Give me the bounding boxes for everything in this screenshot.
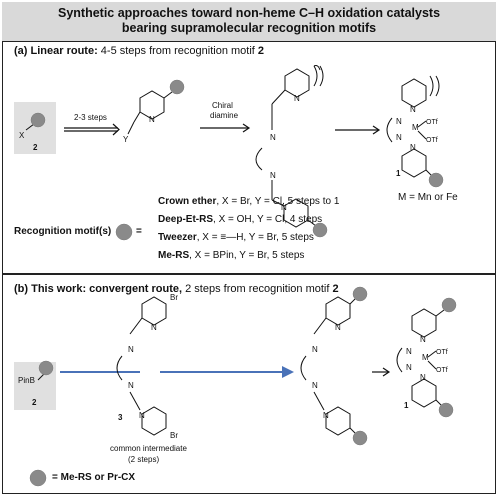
pinb-label: PinB [18,376,35,385]
n-atom: N [406,363,412,372]
route-name: Deep-Et-RS [158,214,214,225]
route-deep-et-rs: Deep-Et-RS, X = OH, Y = Cl, 4 steps [158,214,322,225]
n-atom: N [396,117,402,126]
intermediate-pyridine-bottom [141,406,167,436]
recognition-motif-circle [38,360,54,376]
metal-m-b: M [422,353,429,362]
route-detail: , X = OH, Y = Cl, 4 steps [213,214,323,225]
br-label: Br [170,431,178,440]
recognition-motif-label: Recognition motif(s) [14,226,112,237]
section-a-detail: 4-5 steps from recognition motif [97,45,258,57]
catalyst-number-a: 1 [396,169,401,178]
intermediate-caption-2: (2 steps) [128,455,159,464]
route-detail: , Y = Br, 5 steps [243,232,314,243]
n-atom: N [270,171,276,180]
br-label: Br [170,293,178,302]
section-b-title: (b) This work: convergent route, 2 steps… [14,283,339,295]
start-material-box-a [14,102,56,154]
intermediate-caption-1: common intermediate [110,444,187,453]
route-name: Me-RS [158,250,190,261]
start-x-label: X [19,131,25,140]
n-atom: N [410,143,416,152]
alkyne-symbol: ≡—H [220,232,244,243]
section-a-title: (a) Linear route: 4-5 steps from recogni… [14,45,264,57]
leaving-group-y: Y [123,135,129,144]
route-detail: , X = BPin, Y = Br, 5 steps [189,250,305,261]
route-detail: , X = [196,232,221,243]
start-compound-number-b: 2 [32,398,37,407]
n-atom: N [128,381,134,390]
otf-label: OTf [426,137,438,144]
arrow1-label: 2-3 steps [74,113,107,122]
section-b-motif-num: 2 [332,283,339,295]
otf-label: OTf [436,349,448,356]
recognition-motif-circle [428,172,444,188]
intermediate-pyridine-top [141,296,167,326]
n-atom: N [128,345,134,354]
catalyst-number-b: 1 [404,401,409,410]
n-atom: N [323,411,329,420]
recognition-motif-circle [352,430,368,446]
recognition-motif-legend-circle [115,223,133,241]
recognition-motif-circle [441,297,457,313]
n-atom: N [410,105,416,114]
intermediate-number: 3 [118,413,123,422]
catalyst-b-pyridine-bottom [411,378,437,408]
n-atom: N [151,323,157,332]
header-line-1: Synthetic approaches toward non-heme C–H… [57,6,441,20]
route-me-rs: Me-RS, X = BPin, Y = Br, 5 steps [158,250,304,261]
n-atom: N [139,411,145,420]
n-atom: N [281,203,287,212]
legend-b-text: = Me-RS or Pr-CX [52,472,136,483]
n-atom: N [294,94,300,103]
n-atom: N [406,347,412,356]
start-bond [25,123,35,131]
n-atom: N [420,335,426,344]
n-atom: N [335,323,341,332]
recognition-motif-circle [30,112,46,128]
section-divider [2,273,496,275]
figure-header: Synthetic approaches toward non-heme C–H… [2,2,496,42]
recognition-motif-circle [352,286,368,302]
recognition-motif-circle [312,222,328,238]
ligand-pyridine-top [325,296,351,326]
catalyst-pyridine-top [401,78,427,108]
header-line-2: bearing supramolecular recognition motif… [121,21,377,35]
section-b-label: (b) This work: convergent route, [14,283,183,295]
arrow2-label-2: diamine [210,111,239,120]
section-b-detail: 2 steps from recognition motif [182,283,333,295]
n-atom: N [312,381,318,390]
recognition-motif-legend-circle [29,469,47,487]
n-atom: N [149,115,155,124]
recognition-motif-circle [169,79,185,95]
pyridine-ring-top [284,68,310,98]
otf-label: OTf [426,119,438,126]
route-detail: , X = Br, Y = Cl, 5 steps to 1 [216,196,340,207]
recognition-motif-circle [438,402,454,418]
route-crown-ether: Crown ether, X = Br, Y = Cl, 5 steps to … [158,196,339,207]
n-atom: N [312,345,318,354]
n-atom: N [270,133,276,142]
route-name: Tweezer [158,232,197,243]
catalyst-pyridine-bottom [401,148,427,178]
arrow2-label-1: Chiral [212,101,233,110]
equals-sign: = [136,226,142,237]
section-a-label: (a) Linear route: [14,45,98,57]
metal-note: M = Mn or Fe [398,192,458,203]
route-name: Crown ether [158,196,217,207]
n-atom: N [420,373,426,382]
section-a-motif-num: 2 [257,45,265,57]
ligand-pyridine-bottom [325,406,351,436]
n-atom: N [396,133,402,142]
route-tweezer: Tweezer, X = ≡—H, Y = Br, 5 steps [158,232,314,243]
otf-label: OTf [436,367,448,374]
start-compound-number: 2 [33,143,38,152]
metal-m: M [412,123,419,132]
catalyst-b-pyridine-top [411,308,437,338]
